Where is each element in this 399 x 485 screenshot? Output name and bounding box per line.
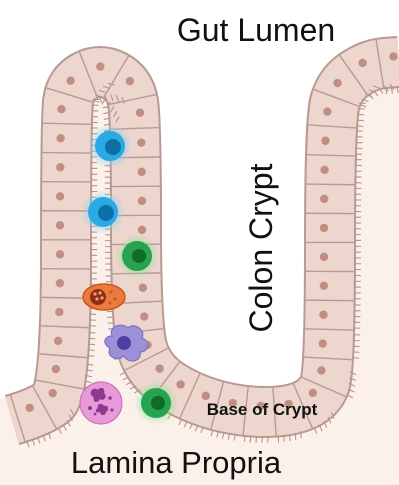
epithelial-cell-nucleus: [96, 62, 104, 70]
epithelial-cell-nucleus: [136, 108, 144, 116]
epithelial-cell-nucleus: [138, 168, 146, 176]
epithelial-cell-nucleus: [139, 284, 147, 292]
orange-granular-cell: [83, 284, 125, 310]
blue-immune-cell: [88, 124, 132, 168]
microvillus: [268, 436, 269, 443]
epithelial-cell-nucleus: [140, 312, 148, 320]
epithelial-cell-nucleus: [333, 79, 341, 87]
epithelial-cell-nucleus: [66, 77, 74, 85]
epithelial-cell-nucleus: [320, 253, 328, 261]
microvillus: [87, 356, 94, 357]
epithelial-cell-divider: [306, 184, 354, 185]
pink-granulocyte: [80, 382, 122, 424]
base-of-crypt-label: Base of Crypt: [207, 400, 318, 419]
epithelial-cell-nucleus: [320, 282, 328, 290]
epithelial-cell-nucleus: [57, 105, 65, 113]
microvillus: [250, 435, 251, 442]
microvillus: [88, 350, 95, 351]
epithelial-cell-nucleus: [317, 366, 325, 374]
epithelial-cell-divider: [42, 153, 90, 154]
epithelial-cell-nucleus: [137, 138, 145, 146]
epithelial-cell-nucleus: [320, 224, 328, 232]
epithelium-fill: [12, 62, 399, 420]
epithelial-cell-nucleus: [320, 166, 328, 174]
colon-crypt-label: Colon Crypt: [243, 163, 279, 332]
epithelial-cell-nucleus: [52, 365, 60, 373]
epithelial-cell-nucleus: [389, 52, 397, 60]
epithelial-cell-nucleus: [56, 192, 64, 200]
blue-immune-cell: [81, 190, 125, 234]
microvillus: [256, 436, 257, 443]
green-immune-cell: [134, 381, 178, 425]
epithelial-cell-nucleus: [321, 137, 329, 145]
epithelial-cell-nucleus: [55, 308, 63, 316]
epithelial-cell-nucleus: [54, 337, 62, 345]
epithelial-cell-nucleus: [320, 195, 328, 203]
gut-lumen-label: Gut Lumen: [177, 12, 335, 48]
lamina-propria-label: Lamina Propria: [71, 445, 282, 480]
epithelial-cell-nucleus: [309, 389, 317, 397]
epithelial-cell-nucleus: [323, 107, 331, 115]
green-immune-cell: [115, 234, 159, 278]
epithelial-cell-nucleus: [358, 59, 366, 67]
epithelial-cell-nucleus: [56, 279, 64, 287]
epithelial-cell-nucleus: [49, 389, 57, 397]
epithelial-cell-nucleus: [138, 226, 146, 234]
epithelial-cell-nucleus: [138, 197, 146, 205]
epithelial-cell-nucleus: [56, 134, 64, 142]
epithelial-cell-nucleus: [319, 311, 327, 319]
epithelial-cell-nucleus: [202, 392, 210, 400]
epithelial-cell-divider: [306, 300, 354, 301]
microvillus: [262, 436, 263, 443]
epithelial-cell-nucleus: [176, 380, 184, 388]
epithelial-cell-nucleus: [318, 339, 326, 347]
crypt-epithelium: [11, 40, 399, 447]
epithelial-cell-nucleus: [56, 163, 64, 171]
epithelial-cell-nucleus: [156, 364, 164, 372]
epithelial-cell-nucleus: [25, 404, 33, 412]
microvillus: [88, 338, 95, 339]
microvillus: [89, 332, 96, 333]
epithelial-cell-nucleus: [56, 221, 64, 229]
epithelial-cell-nucleus: [126, 77, 134, 85]
microvillus: [244, 435, 245, 442]
microvillus: [88, 344, 95, 345]
epithelial-cell-nucleus: [56, 250, 64, 258]
